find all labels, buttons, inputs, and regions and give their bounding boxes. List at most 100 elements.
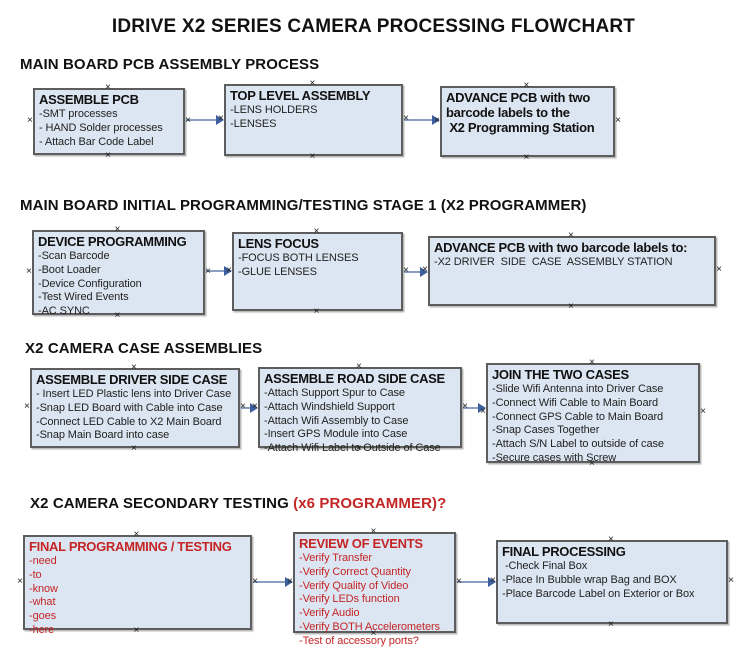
arrow-shaft — [186, 119, 219, 121]
connection-point-icon: × — [24, 401, 30, 412]
flow-arrow[interactable] — [463, 403, 486, 413]
connection-point-icon: × — [105, 150, 111, 161]
box-list-item: -need — [29, 555, 57, 567]
box-items: -Verify Transfer-Verify Correct Quantity… — [299, 552, 454, 649]
box-title: ASSEMBLE ROAD SIDE CASE — [264, 371, 445, 386]
box-list-item: -Place Barcode Label on Exterior or Box — [502, 587, 695, 600]
connection-point-icon: × — [26, 265, 32, 277]
box-list-item: -Snap Cases Together — [492, 424, 600, 437]
box-items: -Scan Barcode-Boot Loader-Device Configu… — [38, 250, 203, 319]
section-heading-pcb-assembly: MAIN BOARD PCB ASSEMBLY PROCESS — [20, 56, 319, 73]
box-items: -Slide Wifi Antenna into Driver Case -Con… — [492, 383, 698, 466]
section-heading-label: MAIN BOARD INITIAL PROGRAMMING/TESTING S… — [20, 197, 587, 214]
flow-arrow[interactable] — [241, 403, 258, 413]
connection-point-icon: × — [17, 575, 23, 587]
arrow-shaft — [404, 119, 435, 121]
connection-point-icon: × — [716, 264, 722, 275]
box-list-item: -Verify Transfer — [299, 552, 372, 564]
box-items: - Insert LED Plastic lens into Driver Ca… — [36, 388, 238, 443]
flow-box-assemble-driver-side-case[interactable]: ASSEMBLE DRIVER SIDE CASE - Insert LED P… — [24, 363, 246, 454]
box-title: TOP LEVEL ASSEMBLY — [230, 88, 371, 103]
arrow-head-icon — [224, 266, 232, 276]
box-list-item: -GLUE LENSES — [238, 265, 317, 278]
box-list-item: -to — [29, 568, 42, 581]
box-items: -Check Final Box-Place In Bubble wrap Ba… — [502, 560, 726, 601]
box-title: FINAL PROGRAMMING / TESTING — [29, 539, 232, 554]
box-list-item: -know — [29, 582, 58, 595]
box-list-item: -Verify LEDs function — [299, 593, 400, 606]
box-items: -Attach Support Spur to Case-Attach Wind… — [264, 387, 460, 456]
box-list-item: -Attach Wifi Label to Outside of Case — [264, 442, 441, 455]
box-list-item: -SMT processes — [39, 108, 118, 120]
flow-arrow[interactable] — [404, 115, 440, 125]
box-items: -LENS HOLDERS-LENSES — [230, 104, 401, 132]
arrow-head-icon — [420, 267, 428, 277]
box-list-item: -FOCUS BOTH LENSES — [238, 252, 359, 264]
box-list-item: -Attach Support Spur to Case — [264, 387, 405, 399]
flow-box-lens-focus[interactable]: LENS FOCUS -FOCUS BOTH LENSES-GLUE LENSE… — [226, 227, 409, 317]
box-list-item: -LENS HOLDERS — [230, 104, 318, 116]
arrow-shaft — [457, 581, 491, 583]
flow-arrow[interactable] — [404, 267, 428, 277]
flow-box-assemble-pcb[interactable]: ASSEMBLE PCB -SMT processes- HAND Solder… — [27, 83, 191, 161]
box-items: -X2 DRIVER SIDE CASE ASSEMBLY STATION — [434, 256, 714, 270]
box-list-item: - HAND Solder processes — [39, 121, 163, 134]
box-list-item: -goes — [29, 610, 57, 623]
flow-box-device-programming[interactable]: DEVICE PROGRAMMING -Scan Barcode-Boot Lo… — [26, 225, 211, 321]
connection-point-icon: × — [313, 306, 320, 317]
box-list-item: -Slide Wifi Antenna into Driver Case — [492, 383, 664, 395]
flow-box-review-of-events[interactable]: REVIEW OF EVENTS -Verify Transfer-Verify… — [287, 527, 462, 647]
connection-point-icon: × — [728, 575, 734, 586]
flow-box-assemble-road-side-case[interactable]: ASSEMBLE ROAD SIDE CASE -Attach Support … — [252, 362, 468, 455]
box-list-item: -Attach Windshield Support — [264, 400, 395, 413]
arrow-shaft — [206, 270, 227, 272]
box-list-item: - Attach Bar Code Label — [39, 135, 154, 148]
connection-point-icon: × — [27, 114, 33, 126]
box-items: -SMT processes- HAND Solder processes- A… — [39, 108, 183, 149]
box-list-item: -Test Wired Events — [38, 291, 129, 304]
arrow-shaft — [253, 581, 288, 583]
flow-arrow[interactable] — [253, 577, 293, 587]
box-list-item: -X2 DRIVER SIDE CASE ASSEMBLY STATION — [434, 256, 673, 268]
flow-box-advance-pcb-programming-station[interactable]: ADVANCE PCB with two barcode labels to t… — [434, 81, 621, 163]
flow-box-final-programming-testing[interactable]: FINAL PROGRAMMING / TESTING -need-to-kno… — [17, 530, 258, 636]
flow-box-advance-pcb-driver-side-station[interactable]: ADVANCE PCB with two barcode labels to: … — [422, 231, 722, 312]
arrow-head-icon — [250, 403, 258, 413]
box-list-item: -Device Configuration — [38, 277, 142, 290]
box-items: -FOCUS BOTH LENSES-GLUE LENSES — [238, 252, 401, 280]
box-items: -need-to-know-what-goes-here — [29, 555, 250, 638]
box-list-item: -Snap Main Board into case — [36, 429, 170, 442]
connection-point-icon: × — [523, 152, 530, 163]
box-list-item: -Verify Audio — [299, 607, 360, 620]
section-heading-secondary-testing: X2 CAMERA SECONDARY TESTING (x6 PROGRAMM… — [30, 495, 446, 512]
box-title: LENS FOCUS — [238, 236, 319, 251]
flow-box-final-processing[interactable]: FINAL PROCESSING -Check Final Box-Place … — [490, 535, 734, 630]
box-list-item: -Attach S/N Label to outside of case — [492, 438, 664, 451]
box-list-item: - Insert LED Plastic lens into Driver Ca… — [36, 388, 232, 400]
box-list-item: -LENSES — [230, 117, 277, 130]
box-list-item: -Verify BOTH Accelerometers — [299, 620, 440, 633]
box-list-item: -here — [29, 623, 55, 636]
arrow-head-icon — [488, 577, 496, 587]
flow-arrow[interactable] — [457, 577, 496, 587]
connection-point-icon: × — [131, 443, 137, 454]
section-heading-label: X2 CAMERA CASE ASSEMBLIES — [25, 340, 263, 357]
box-list-item: -Test of accessory ports? — [299, 634, 419, 647]
flow-arrow[interactable] — [206, 266, 232, 276]
page-title: IDRIVE X2 SERIES CAMERA PROCESSING FLOWC… — [111, 16, 636, 37]
box-list-item: -Scan Barcode — [38, 250, 110, 262]
section-heading-label: X2 CAMERA SECONDARY TESTING — [30, 495, 294, 512]
flow-arrow[interactable] — [186, 115, 224, 125]
box-title: ASSEMBLE DRIVER SIDE CASE — [36, 372, 228, 387]
box-list-item: -Connect GPS Cable to Main Board — [492, 410, 664, 423]
section-heading-red-label: (x6 PROGRAMMER)? — [293, 495, 447, 512]
box-list-item: -Place In Bubble wrap Bag and BOX — [502, 573, 677, 586]
section-heading-case-assemblies: X2 CAMERA CASE ASSEMBLIES — [25, 340, 262, 357]
box-title: ADVANCE PCB with two barcode labels to: — [434, 240, 688, 255]
box-title: ADVANCE PCB with two barcode labels to t… — [446, 90, 595, 135]
section-heading-initial-programming: MAIN BOARD INITIAL PROGRAMMING/TESTING S… — [20, 197, 587, 214]
connection-point-icon: × — [568, 301, 574, 312]
flow-box-top-level-assembly[interactable]: TOP LEVEL ASSEMBLY -LENS HOLDERS-LENSES … — [218, 79, 409, 162]
flow-box-join-the-two-cases[interactable]: JOIN THE TWO CASES -Slide Wifi Antenna i… — [480, 358, 706, 469]
